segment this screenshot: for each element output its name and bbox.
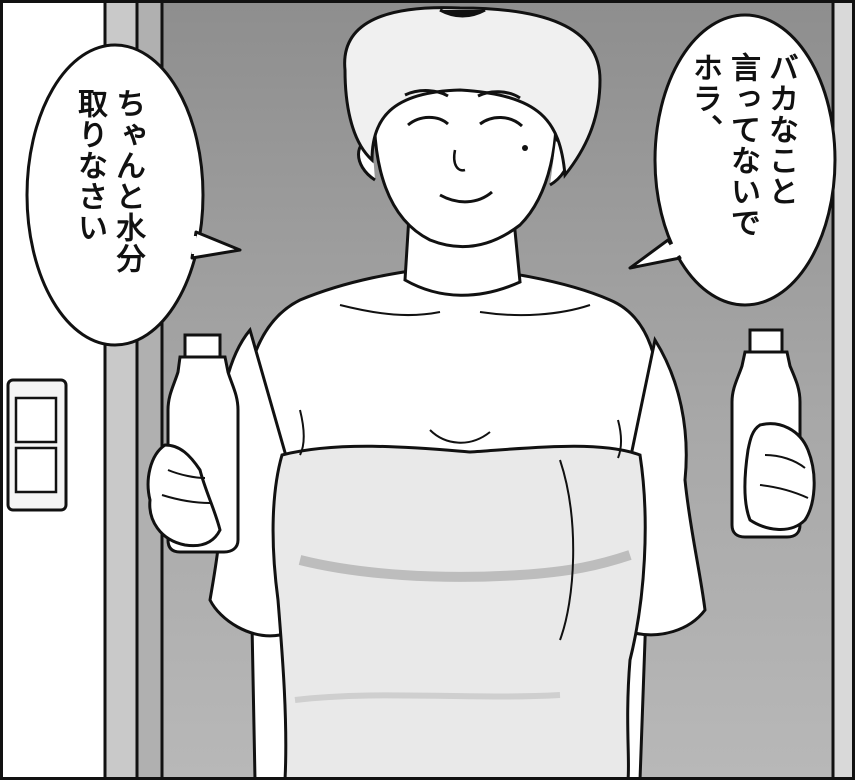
light-switch-panel [6, 378, 68, 512]
left-hand [146, 443, 222, 548]
head [343, 6, 602, 249]
door-frame-right [831, 0, 855, 780]
towel-wrap [271, 409, 647, 780]
speech-left-line-1: ちゃんと水分 [110, 88, 145, 274]
speech-bubble-right [628, 13, 837, 307]
speech-bubble-left [25, 43, 242, 347]
face [372, 88, 558, 249]
speech-right-line-3: ホラ、 [687, 52, 722, 145]
right-hand [743, 422, 816, 531]
speech-right-line-1: バカなこと [763, 52, 798, 207]
speech-text-right: バカなこと 言ってないで ホラ、 [685, 52, 799, 238]
speech-text-left: ちゃんと水分 取りなさい [70, 88, 146, 274]
speech-right-line-2: 言ってないで [725, 52, 760, 238]
speech-left-line-2: 取りなさい [72, 88, 107, 243]
hair-towel [343, 6, 602, 179]
